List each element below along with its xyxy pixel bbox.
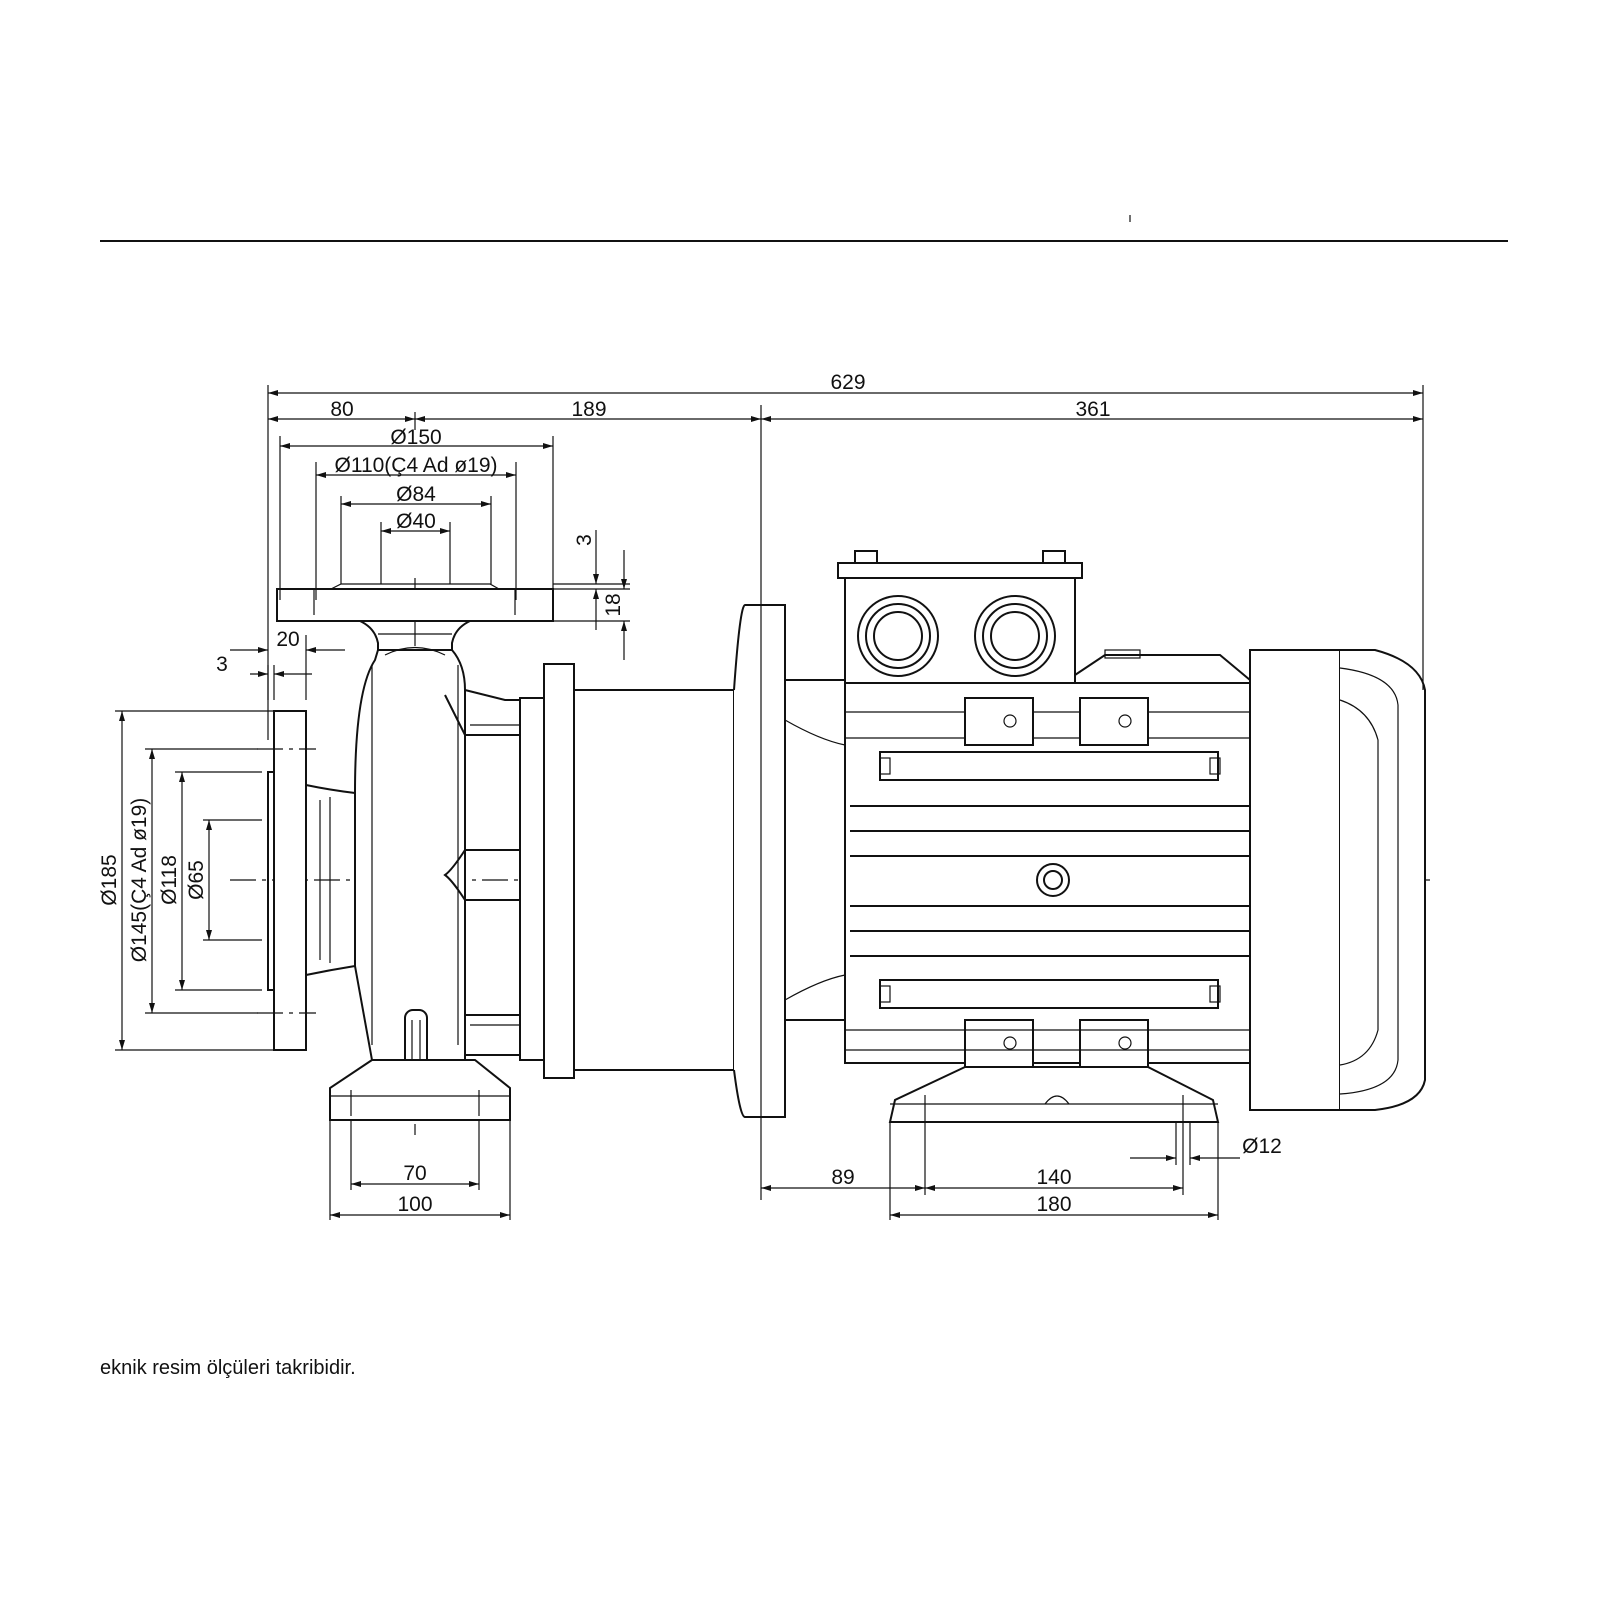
dim-suction-raised-face: Ø118 bbox=[158, 855, 181, 905]
dim-suction-flange-thickness: 20 bbox=[276, 628, 299, 651]
cable-gland-left bbox=[857, 595, 939, 677]
dim-motor-foot-offset: 89 bbox=[831, 1166, 854, 1189]
dim-motor-foot-bolt-spacing: 140 bbox=[1036, 1166, 1071, 1189]
dim-overall-length: 629 bbox=[830, 371, 865, 394]
dim-flange-face-gap: 3 bbox=[573, 534, 596, 546]
pump-foot bbox=[329, 1059, 511, 1121]
cable-gland-right bbox=[974, 595, 1056, 677]
terminal-box bbox=[837, 550, 1251, 684]
dim-discharge-flange-od: Ø150 bbox=[390, 426, 441, 449]
dim-discharge-raised-face: Ø84 bbox=[396, 483, 436, 506]
dim-discharge-flange-thickness: 18 bbox=[602, 593, 625, 616]
cooling-fins bbox=[850, 805, 1250, 957]
dim-pump-length: 189 bbox=[571, 398, 606, 421]
dim-discharge-bore: Ø40 bbox=[396, 510, 436, 533]
dim-suction-flange-od: Ø185 bbox=[98, 854, 121, 905]
motor-foot bbox=[888, 1066, 1220, 1123]
fan-cover bbox=[1249, 649, 1426, 1111]
dim-pump-foot-width: 100 bbox=[397, 1193, 432, 1216]
footnote: eknik resim ölçüleri takribidir. bbox=[100, 1357, 356, 1379]
motor-flange bbox=[733, 604, 846, 1118]
dim-motor-foot-width: 180 bbox=[1036, 1193, 1071, 1216]
volute-casing bbox=[354, 646, 735, 1086]
dim-suction-offset: 80 bbox=[330, 398, 353, 421]
dim-suction-bore: Ø65 bbox=[185, 860, 208, 900]
dim-suction-bolt-circle: Ø145(Ç4 Ad ø19) bbox=[128, 798, 151, 963]
dimension-labels: 629 80 189 361 Ø150 Ø110(Ç4 Ad ø19) Ø84 … bbox=[98, 371, 1282, 1216]
dim-motor-length: 361 bbox=[1075, 398, 1110, 421]
dim-suction-face-gap: 3 bbox=[216, 653, 228, 676]
shaft-center-boss bbox=[1036, 863, 1070, 897]
dim-foot-hole: Ø12 bbox=[1242, 1135, 1282, 1158]
dim-pump-foot-bolt-spacing: 70 bbox=[403, 1162, 426, 1185]
motor-body bbox=[844, 682, 1251, 1068]
discharge-flange bbox=[276, 583, 554, 650]
suction-flange bbox=[257, 710, 356, 1051]
dim-discharge-bolt-circle: Ø110(Ç4 Ad ø19) bbox=[334, 454, 497, 477]
dimension-lines bbox=[115, 385, 1424, 1220]
